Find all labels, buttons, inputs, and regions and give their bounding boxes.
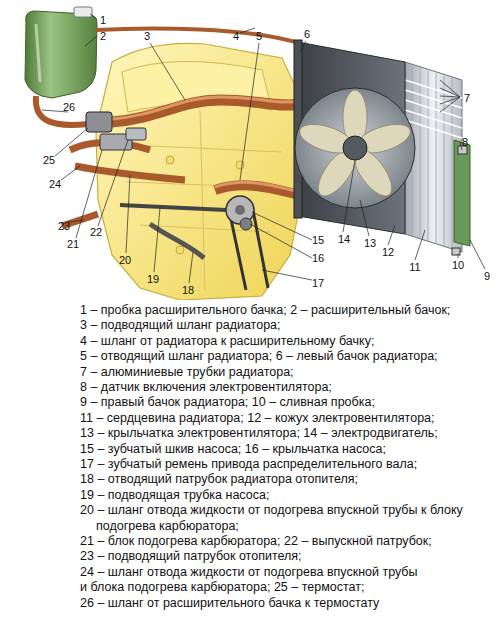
parts-list-line: 8 – датчик включения электровентилятора; (80, 380, 332, 395)
callout-number: 1 (100, 14, 106, 26)
parts-list-line: 4 – шланг от радиатора к расширительному… (80, 334, 374, 349)
parts-list-line: 7 – алюминиевые трубки радиатора; (80, 365, 294, 380)
parts-list-line: 15 – зубчатый шкив насоса; 16 – крыльчат… (80, 442, 386, 457)
callout-number: 18 (182, 284, 194, 296)
callout-number: 10 (452, 259, 464, 271)
engine-detail (126, 110, 286, 290)
parts-list-line: 9 – правый бачок радиатора; 10 – сливная… (80, 395, 375, 410)
parts-list-line: 1 – пробка расширительного бачка; 2 – ра… (80, 303, 450, 318)
parts-list-line: подогрева карбюратора; (96, 519, 239, 534)
callout-number: 25 (43, 154, 55, 166)
hose-highlight (112, 97, 300, 119)
parts-list-line: 23 – подводящий патрубок отопителя; (80, 549, 302, 564)
hose (96, 28, 302, 44)
parts-list-line: 13 – крыльчатка электровентилятора; 14 –… (80, 426, 438, 441)
fan-blades (296, 90, 414, 202)
callout-number: 8 (462, 136, 468, 148)
callout-number: 4 (233, 30, 239, 42)
callout-number: 20 (119, 254, 131, 266)
leader-lines (42, 14, 485, 283)
callout-number: 12 (382, 246, 394, 258)
engine-bolt (176, 246, 184, 254)
pipe (120, 205, 226, 210)
parts-list-line: 21 – блок подогрева карбюратора; 22 – вы… (80, 534, 432, 549)
parts-list-line: 26 – шланг от расширительного бачка к те… (80, 596, 379, 611)
callout-number: 16 (312, 252, 324, 264)
parts-list-line: 5 – отводящий шланг радиатора; 6 – левый… (80, 349, 438, 364)
cooling-system-illustration (0, 0, 500, 300)
callout-number: 9 (484, 270, 490, 282)
engine-bolt (166, 156, 174, 164)
callout-number: 5 (256, 30, 262, 42)
parts-list-line: и блока подогрева карбюратора; 25 – терм… (80, 580, 364, 595)
callout-number: 26 (63, 101, 75, 113)
parts-list-line: 17 – зубчатый ремень привода распределит… (80, 457, 417, 472)
callout-number: 13 (364, 237, 376, 249)
radiator-tubes (405, 80, 462, 138)
parts-list-line: 19 – подводящая трубка насоса; (80, 488, 269, 503)
parts-list-line: 11 – сердцевина радиатора; 12 – кожух эл… (80, 411, 435, 426)
callout-number: 2 (100, 30, 106, 42)
parts-list-line: 18 – отводящий патрубок радиатора отопит… (80, 472, 358, 487)
hose-highlight (215, 182, 300, 192)
callout-number: 19 (147, 273, 159, 285)
hose (112, 100, 300, 122)
thermostat (86, 112, 112, 132)
callout-number: 11 (409, 261, 420, 273)
hose (36, 96, 88, 125)
parts-list-line: 3 – подводящий шланг радиатора; (80, 318, 281, 333)
expansion-tank (25, 11, 97, 98)
drain-plug (452, 248, 460, 255)
callout-number: 6 (304, 28, 310, 40)
callout-number: 14 (338, 233, 350, 245)
pump-hub (235, 205, 245, 215)
callout-number: 7 (464, 92, 470, 104)
parts-list-line: 20 – шланг отвода жидкости от подогрева … (80, 503, 463, 518)
callout-number: 21 (67, 238, 79, 250)
fan-motor (343, 136, 367, 160)
callout-number: 24 (49, 178, 61, 190)
tank-highlight (36, 24, 40, 82)
callout-number: 15 (312, 234, 324, 246)
fan-ring (295, 88, 415, 208)
callout-number: 23 (58, 220, 70, 232)
tank-cap (74, 7, 92, 17)
callout-number: 22 (90, 226, 102, 238)
outlet-pipe (126, 128, 146, 140)
parts-list-line: 24 – шланг отвода жидкости от подогрева … (80, 565, 418, 580)
callout-number: 17 (312, 277, 324, 289)
right-tank (454, 140, 470, 246)
callout-number: 3 (144, 30, 150, 42)
